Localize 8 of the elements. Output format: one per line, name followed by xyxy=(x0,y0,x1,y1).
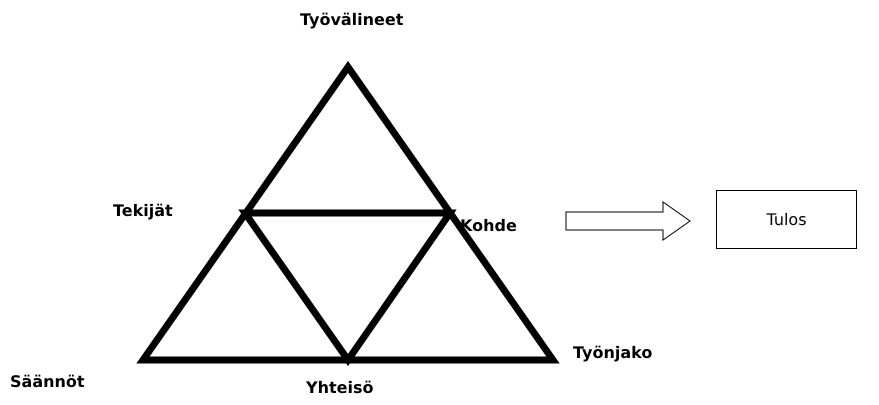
vertex-label: Työvälineet xyxy=(300,10,404,29)
vertex-label: Yhteisö xyxy=(306,378,374,397)
block-arrow xyxy=(566,201,691,241)
vertex-label: Kohde xyxy=(460,216,517,235)
vertex-label: Säännöt xyxy=(10,372,85,391)
result-box: Tulos xyxy=(716,190,857,249)
vertex-label: Työnjako xyxy=(573,343,652,362)
vertex-label: Tekijät xyxy=(113,201,173,220)
